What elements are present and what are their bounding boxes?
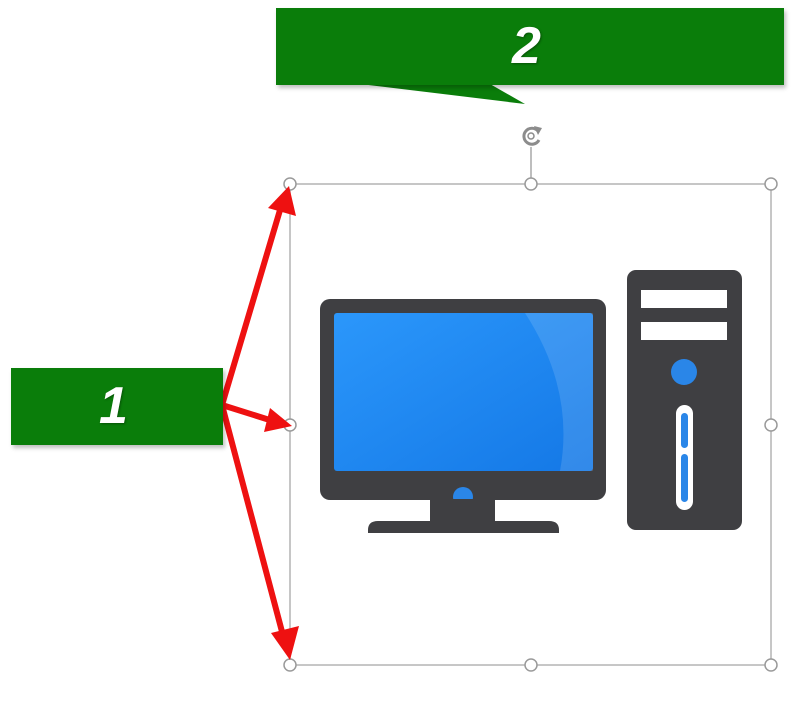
desktop-computer-icon [320,270,742,533]
monitor-screen [334,313,593,471]
arrowhead-top-left [268,186,296,216]
arrowhead-left [264,408,292,432]
arrow-to-bottom-left [219,402,288,646]
callout-2: 2 [276,8,784,85]
monitor-base [368,521,559,533]
drive-bay-1 [641,290,727,308]
arrow-to-left [219,402,279,425]
callout-1-label: 1 [99,377,128,435]
callout-1: 1 [11,368,223,445]
resize-handle-top-right[interactable] [764,177,778,191]
resize-handle-top[interactable] [524,177,538,191]
drive-bay-2 [641,322,727,340]
arrow-to-top-left [219,197,286,408]
resize-handle-bottom-right[interactable] [764,658,778,672]
monitor-neck [430,499,495,522]
tower-power-button [671,359,697,385]
annotation-arrows [219,197,288,646]
resize-handle-bottom-left[interactable] [283,658,297,672]
resize-handle-top-left[interactable] [283,177,297,191]
arrowhead-bottom-left [271,626,299,660]
rotate-handle-icon[interactable] [520,125,542,147]
callout-2-label: 2 [512,17,541,75]
resize-handle-right[interactable] [764,418,778,432]
resize-handle-bottom[interactable] [524,658,538,672]
